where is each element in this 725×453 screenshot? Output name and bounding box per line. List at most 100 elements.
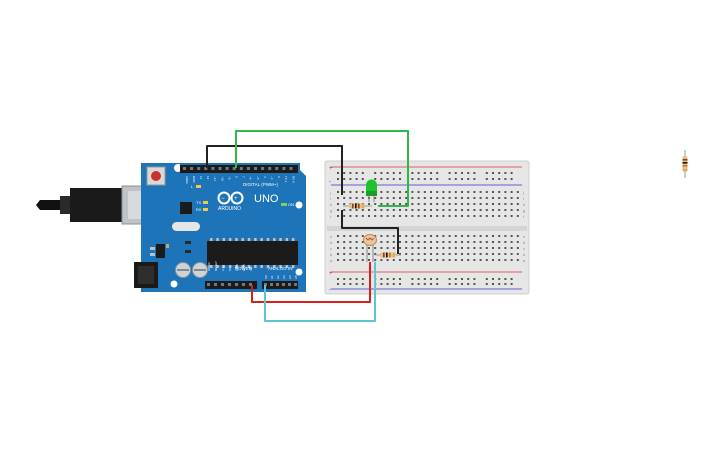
- terminal-hole[interactable]: [448, 197, 451, 199]
- reset-button-cap[interactable]: [151, 171, 161, 181]
- pin-hole[interactable]: [228, 283, 231, 286]
- rail-hole[interactable]: [349, 178, 352, 180]
- terminal-hole[interactable]: [510, 241, 513, 243]
- pin-hole[interactable]: [270, 283, 273, 286]
- terminal-hole[interactable]: [399, 209, 401, 211]
- terminal-hole[interactable]: [386, 203, 389, 205]
- terminal-hole[interactable]: [504, 215, 507, 217]
- rail-hole[interactable]: [492, 278, 494, 280]
- rail-hole[interactable]: [454, 278, 457, 280]
- rail-hole[interactable]: [510, 178, 513, 180]
- terminal-hole[interactable]: [504, 259, 507, 261]
- rail-hole[interactable]: [454, 172, 457, 174]
- wire-green-digital[interactable]: [235, 130, 409, 207]
- terminal-hole[interactable]: [399, 191, 401, 193]
- rail-hole[interactable]: [473, 278, 476, 280]
- terminal-hole[interactable]: [411, 241, 414, 243]
- terminal-hole[interactable]: [423, 241, 426, 243]
- pin-hole[interactable]: [211, 167, 215, 170]
- terminal-hole[interactable]: [448, 215, 451, 217]
- terminal-hole[interactable]: [448, 247, 451, 249]
- resistor-2[interactable]: [375, 252, 401, 258]
- terminal-hole[interactable]: [380, 209, 383, 211]
- terminal-hole[interactable]: [423, 253, 426, 255]
- terminal-hole[interactable]: [430, 209, 432, 211]
- terminal-hole[interactable]: [392, 197, 395, 199]
- terminal-hole[interactable]: [454, 191, 457, 193]
- terminal-hole[interactable]: [504, 197, 507, 199]
- rail-hole[interactable]: [349, 283, 352, 285]
- terminal-hole[interactable]: [423, 203, 426, 205]
- rail-hole[interactable]: [380, 172, 383, 174]
- terminal-hole[interactable]: [516, 259, 519, 261]
- terminal-hole[interactable]: [473, 247, 476, 249]
- pin-hole[interactable]: [232, 167, 236, 170]
- terminal-hole[interactable]: [399, 203, 401, 205]
- terminal-hole[interactable]: [392, 209, 395, 211]
- terminal-hole[interactable]: [492, 259, 494, 261]
- pin-hole[interactable]: [288, 283, 291, 286]
- terminal-hole[interactable]: [392, 235, 395, 237]
- terminal-hole[interactable]: [355, 215, 358, 217]
- pin-hole[interactable]: [246, 167, 250, 170]
- terminal-hole[interactable]: [436, 197, 439, 199]
- terminal-hole[interactable]: [430, 253, 432, 255]
- terminal-hole[interactable]: [355, 253, 358, 255]
- rail-hole[interactable]: [361, 172, 364, 174]
- terminal-hole[interactable]: [392, 191, 395, 193]
- terminal-hole[interactable]: [399, 259, 401, 261]
- terminal-hole[interactable]: [380, 259, 383, 261]
- pin-hole[interactable]: [197, 167, 201, 170]
- terminal-hole[interactable]: [343, 253, 346, 255]
- terminal-hole[interactable]: [436, 235, 439, 237]
- terminal-hole[interactable]: [368, 203, 370, 205]
- terminal-hole[interactable]: [430, 197, 432, 199]
- rail-hole[interactable]: [411, 278, 414, 280]
- rail-hole[interactable]: [417, 178, 420, 180]
- wire-red-5v[interactable]: [251, 262, 371, 303]
- rail-hole[interactable]: [355, 172, 358, 174]
- terminal-hole[interactable]: [473, 197, 476, 199]
- terminal-hole[interactable]: [337, 241, 339, 243]
- pin-hole[interactable]: [221, 283, 224, 286]
- terminal-hole[interactable]: [343, 203, 346, 205]
- terminal-hole[interactable]: [361, 247, 364, 249]
- terminal-hole[interactable]: [368, 209, 370, 211]
- terminal-hole[interactable]: [448, 203, 451, 205]
- terminal-hole[interactable]: [461, 209, 463, 211]
- terminal-hole[interactable]: [454, 253, 457, 255]
- terminal-hole[interactable]: [386, 247, 389, 249]
- terminal-hole[interactable]: [343, 191, 346, 193]
- terminal-hole[interactable]: [510, 259, 513, 261]
- rail-hole[interactable]: [492, 172, 494, 174]
- pin-hole[interactable]: [276, 283, 279, 286]
- rail-hole[interactable]: [343, 278, 346, 280]
- terminal-hole[interactable]: [405, 209, 408, 211]
- rail-hole[interactable]: [355, 283, 358, 285]
- terminal-hole[interactable]: [454, 209, 457, 211]
- terminal-hole[interactable]: [498, 197, 501, 199]
- terminal-hole[interactable]: [430, 191, 432, 193]
- terminal-hole[interactable]: [349, 253, 352, 255]
- terminal-hole[interactable]: [411, 203, 414, 205]
- terminal-hole[interactable]: [374, 253, 377, 255]
- terminal-hole[interactable]: [516, 209, 519, 211]
- rail-hole[interactable]: [374, 178, 377, 180]
- terminal-hole[interactable]: [492, 247, 494, 249]
- terminal-hole[interactable]: [337, 209, 339, 211]
- rail-hole[interactable]: [386, 278, 389, 280]
- rail-hole[interactable]: [386, 178, 389, 180]
- rail-hole[interactable]: [485, 178, 488, 180]
- rail-hole[interactable]: [510, 278, 513, 280]
- rail-hole[interactable]: [386, 172, 389, 174]
- terminal-hole[interactable]: [492, 241, 494, 243]
- wire-cyan-a0[interactable]: [264, 262, 376, 322]
- terminal-hole[interactable]: [423, 191, 426, 193]
- terminal-hole[interactable]: [473, 215, 476, 217]
- terminal-hole[interactable]: [405, 215, 408, 217]
- terminal-hole[interactable]: [467, 191, 470, 193]
- rail-hole[interactable]: [498, 278, 501, 280]
- terminal-hole[interactable]: [442, 253, 445, 255]
